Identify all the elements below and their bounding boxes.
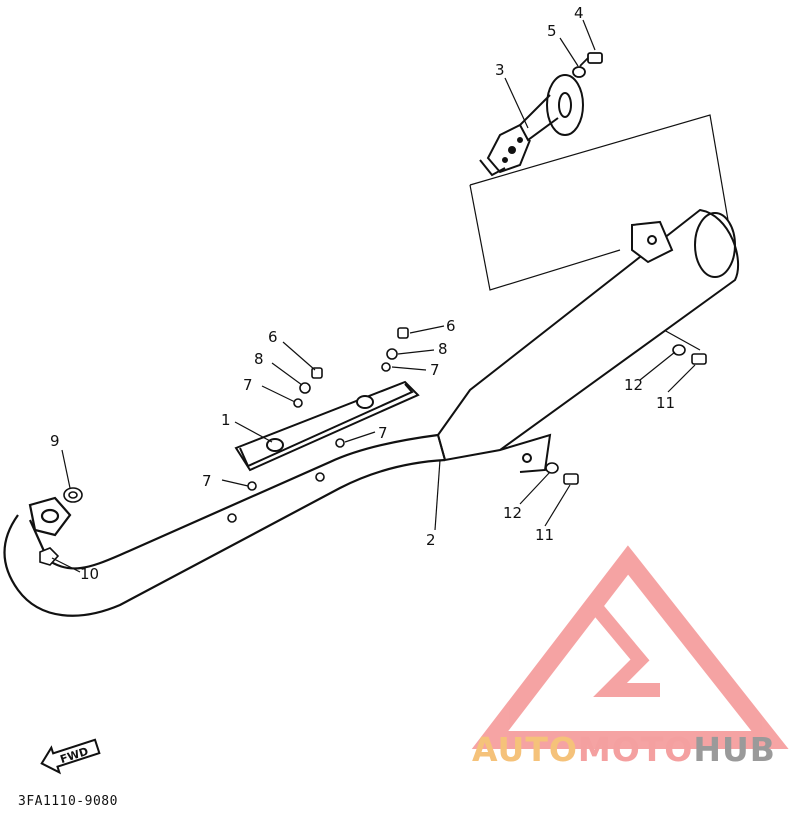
callout-4: 4 — [574, 4, 584, 22]
callout-1: 1 — [221, 411, 231, 429]
bolt-part-4 — [579, 52, 603, 67]
callout-5: 5 — [547, 22, 557, 40]
watermark-part-moto: MOTO — [577, 730, 694, 769]
fwd-label: FWD — [59, 745, 90, 766]
callout-7-upper-left: 7 — [243, 376, 253, 394]
inner-baffle-part-3 — [479, 74, 584, 177]
callout-numbers: 4 5 3 6 8 7 1 6 8 7 7 7 9 10 2 12 11 12 … — [50, 4, 675, 583]
fwd-arrow: FWD — [40, 738, 101, 775]
callout-3: 3 — [495, 61, 505, 79]
callout-7-lower: 7 — [202, 472, 212, 490]
washer-part-5 — [572, 66, 586, 78]
watermark-part-auto: AUTO — [472, 730, 578, 769]
callout-11-upper: 11 — [656, 394, 675, 412]
exhaust-pipe — [3, 433, 446, 617]
callout-6-left: 6 — [268, 328, 278, 346]
watermark-logo — [471, 545, 789, 749]
callout-7-middle: 7 — [378, 424, 388, 442]
callout-6-right: 6 — [446, 317, 456, 335]
callout-8-left: 8 — [254, 350, 264, 368]
callout-8-right: 8 — [438, 340, 448, 358]
callout-2: 2 — [426, 531, 436, 549]
watermark-part-hub: HUB — [693, 730, 776, 769]
callout-9: 9 — [50, 432, 60, 450]
watermark-text: AUTOMOTOHUB — [472, 730, 776, 769]
callout-7-upper-right: 7 — [430, 361, 440, 379]
muffler-part-2 — [436, 208, 740, 473]
callout-12-upper: 12 — [624, 376, 643, 394]
callout-12-lower: 12 — [503, 504, 522, 522]
diagram-code: 3FA1110-9080 — [18, 794, 118, 809]
callout-10: 10 — [80, 565, 99, 583]
callout-11-lower: 11 — [535, 526, 554, 544]
leader-lines — [51, 19, 696, 573]
heat-protector-part-1 — [234, 380, 420, 472]
